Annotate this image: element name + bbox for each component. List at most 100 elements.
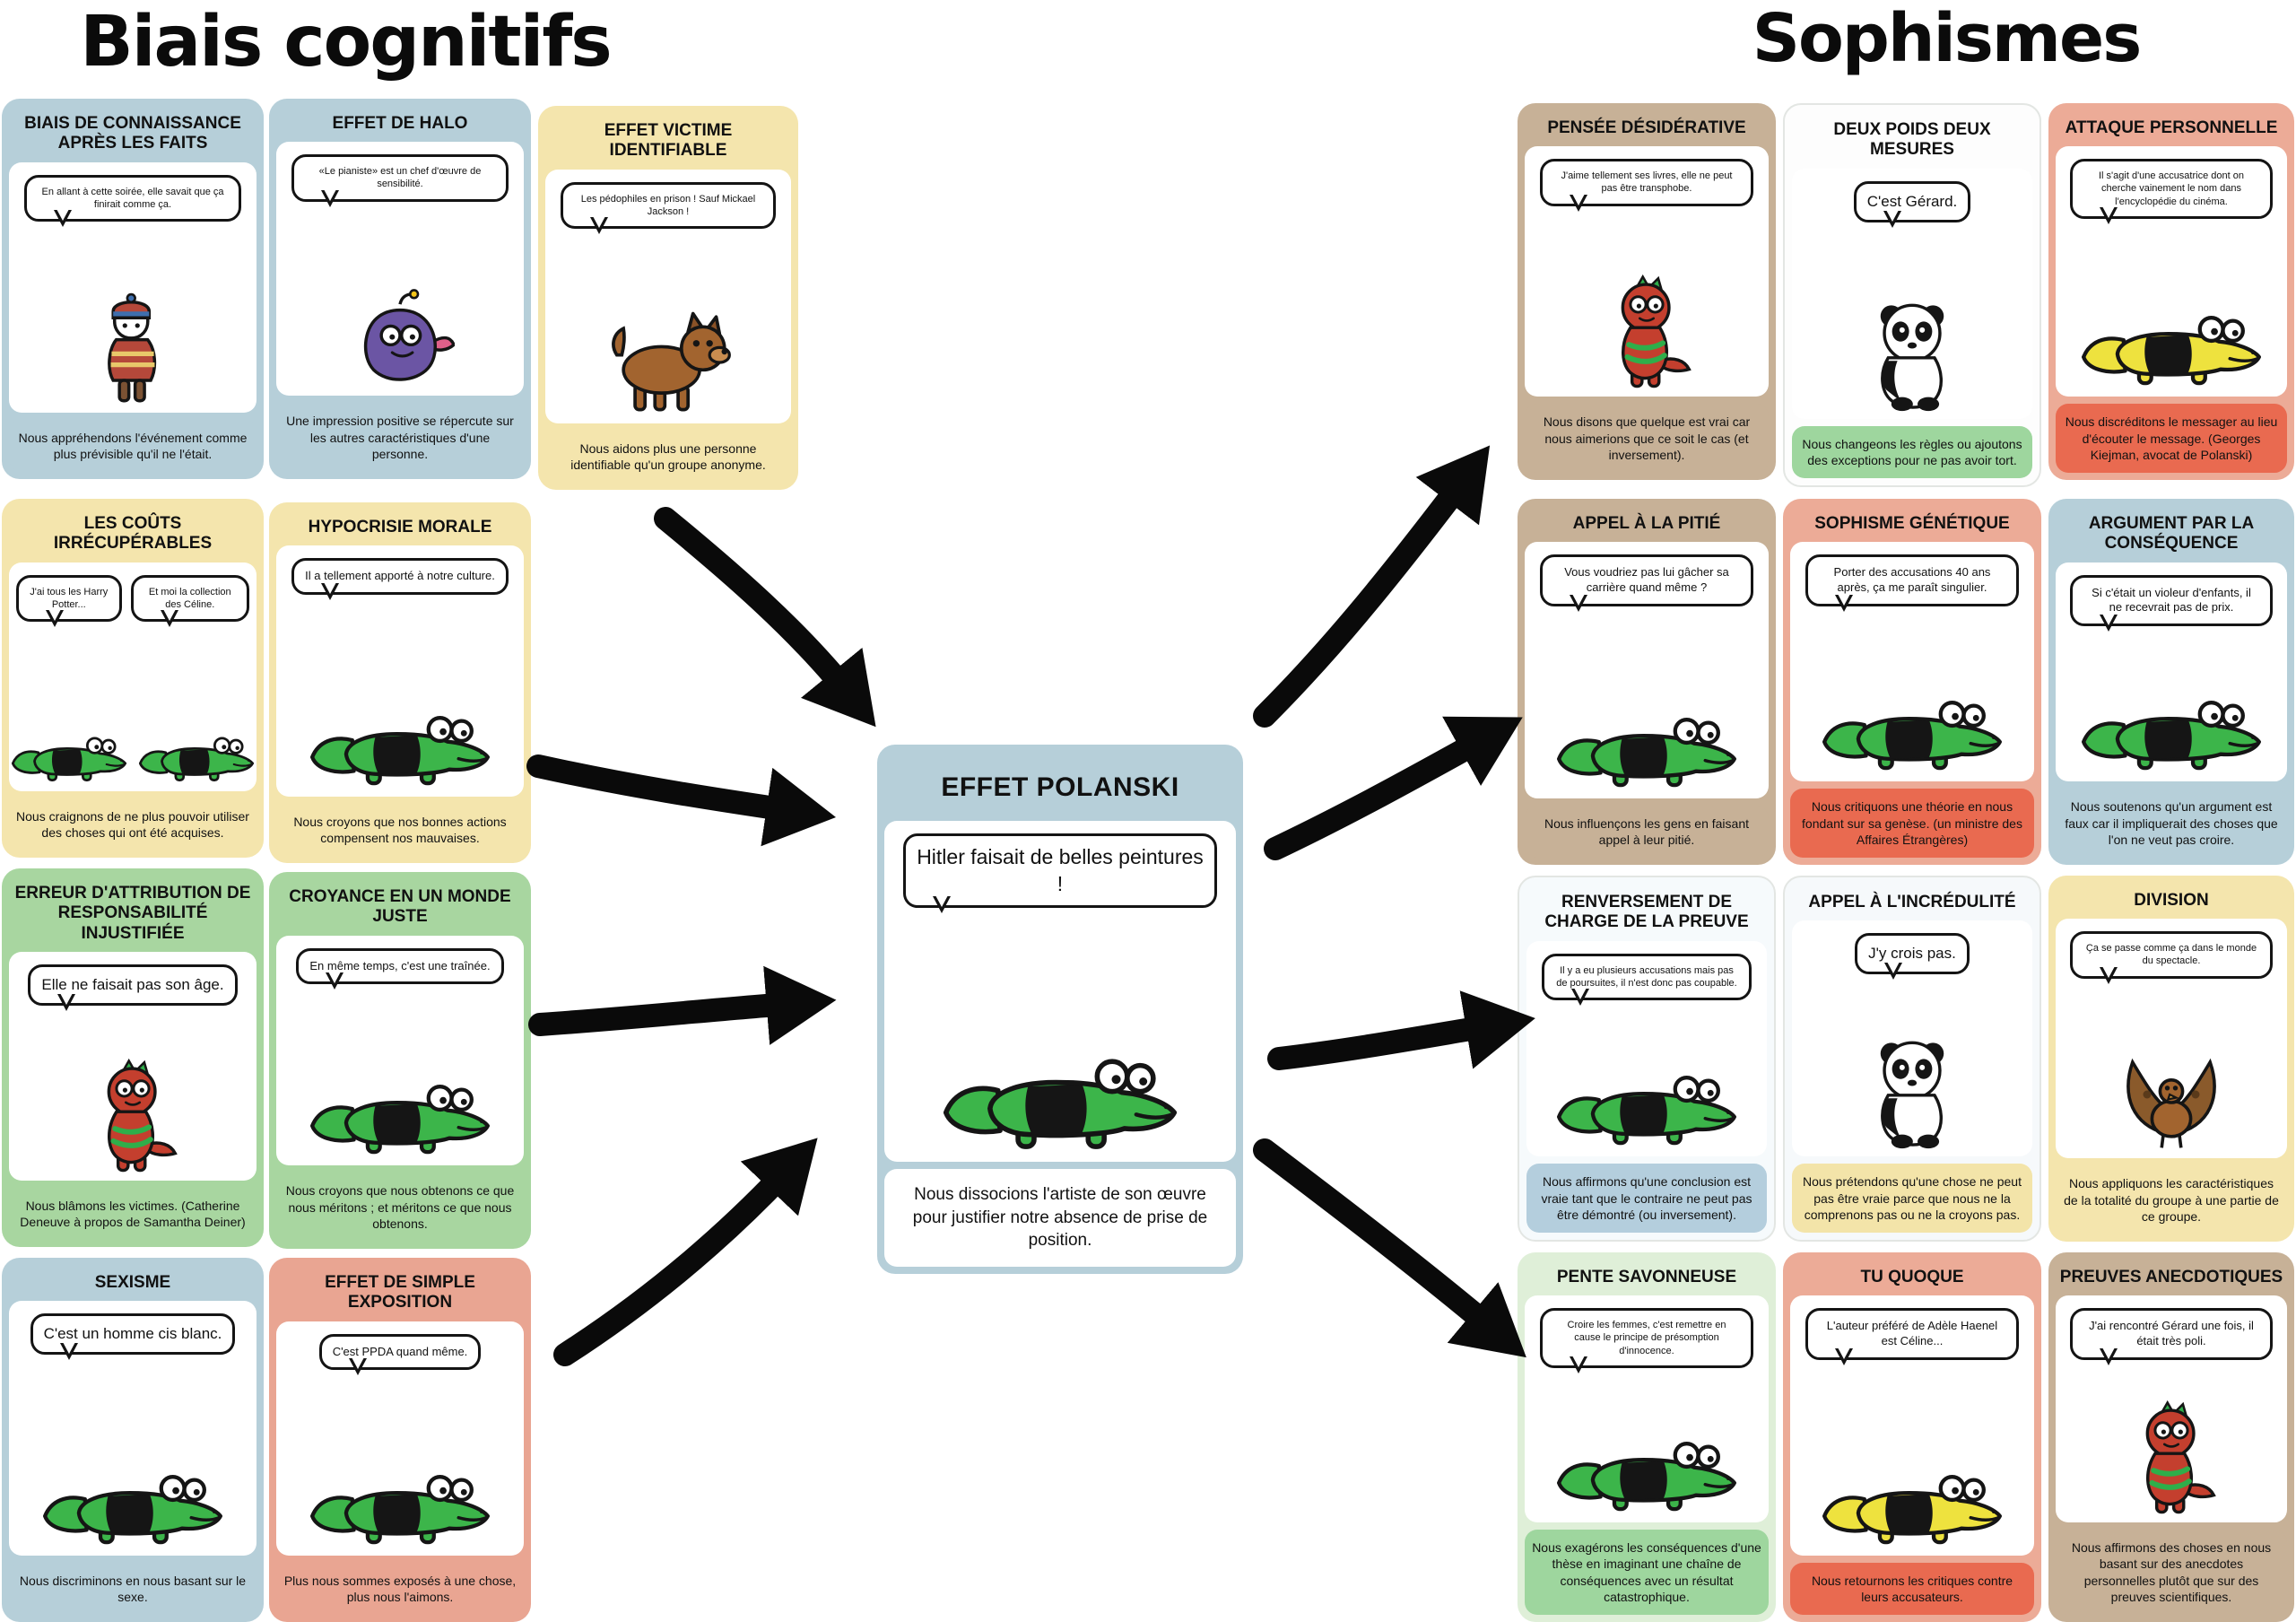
card-title: PREUVES ANECDOTIQUES: [2059, 1268, 2283, 1286]
red-green-dino-character: [1596, 274, 1697, 389]
card-deux-poids-deux-mesures: DEUX POIDS DEUX MESURES C'est Gérard. No…: [1783, 103, 2041, 487]
card-body: C'est PPDA quand même.: [276, 1321, 524, 1556]
card-division: DIVISION Ça se passe comme ça dans le mo…: [2048, 876, 2294, 1242]
card-title: TU QUOQUE: [1860, 1268, 1964, 1286]
card-title: CROYANCE EN UN MONDE JUSTE: [289, 887, 511, 927]
card-body: «Le pianiste» est un chef d'œuvre de sen…: [276, 142, 524, 397]
card-description: Plus nous sommes exposés à une chose, pl…: [276, 1562, 524, 1615]
arrow-left-3: [528, 965, 837, 1045]
right-group-title: Sophismes: [1752, 0, 2143, 77]
green-crocodile-character: [308, 697, 492, 789]
card-title: EFFET DE SIMPLE EXPOSITION: [325, 1273, 475, 1312]
green-crocodile-character: [1554, 1423, 1739, 1515]
left-group-title: Biais cognitifs: [80, 2, 612, 83]
speech-bubble: J'aime tellement ses livres, elle ne peu…: [1539, 159, 1754, 212]
card-body: J'ai tous les Harry Potter... Et moi la …: [9, 562, 257, 791]
card-body: L'auteur préféré de Adèle Haenel est Cél…: [1790, 1295, 2034, 1556]
speech-bubble: Il y a eu plusieurs accusations mais pas…: [1541, 953, 1752, 1007]
card-title: ARGUMENT PAR LA CONSÉQUENCE: [2088, 514, 2255, 554]
card-title: ATTAQUE PERSONNELLE: [2065, 118, 2278, 137]
card-pente-savonneuse: PENTE SAVONNEUSE Croire les femmes, c'es…: [1518, 1252, 1776, 1622]
card-preuves-anecdotiques: PREUVES ANECDOTIQUES J'ai rencontré Géra…: [2048, 1252, 2294, 1622]
card-title: LES COÛTS IRRÉCUPÉRABLES: [53, 514, 213, 554]
green-crocodile-character: [137, 725, 256, 784]
brown-dog-character: [602, 309, 735, 416]
card-description: Nous changeons les règles ou ajoutons de…: [1792, 425, 2032, 478]
card-effet-polanski: EFFET POLANSKI Hitler faisait de belles …: [877, 745, 1243, 1274]
green-crocodile-character: [10, 725, 128, 784]
speech-bubble: L'auteur préféré de Adèle Haenel est Cél…: [1805, 1308, 2020, 1365]
brown-turkey-character: [2115, 1038, 2228, 1151]
speech-bubble-row: J'ai tous les Harry Potter... Et moi la …: [16, 574, 249, 628]
card-title: RENVERSEMENT DE CHARGE DE LA PREUVE: [1544, 893, 1749, 932]
card-description: Nous craignons de ne plus pouvoir utilis…: [9, 798, 257, 850]
panda-character: [1862, 296, 1962, 412]
arrow-right-2: [1264, 716, 1523, 860]
card-description: Nous appréhendons l'événement comme plus…: [9, 419, 257, 472]
card-attaque-personnelle: ATTAQUE PERSONNELLE Il s'agit d'une accu…: [2048, 103, 2294, 480]
speech-bubble: «Le pianiste» est un chef d'œuvre de sen…: [291, 154, 509, 207]
arrow-left-4: [553, 1138, 818, 1366]
speech-bubble: C'est PPDA quand même.: [318, 1333, 482, 1376]
card-biais-de-connaissance-apres-les-faits: BIAIS DE CONNAISSANCE APRÈS LES FAITS En…: [2, 99, 264, 479]
speech-bubble: C'est un homme cis blanc.: [30, 1313, 236, 1360]
card-title: EFFET DE HALO: [332, 114, 468, 133]
card-body: Les pédophiles en prison ! Sauf Mickael …: [545, 169, 791, 423]
green-crocodile-character: [40, 1456, 225, 1548]
card-description: Nous retournons les critiques contre leu…: [1790, 1562, 2034, 1615]
red-green-dino-character: [2121, 1400, 2222, 1515]
card-appel-a-l-incredulite: APPEL À L'INCRÉDULITÉ J'y crois pas. Nou…: [1783, 876, 2041, 1242]
card-sexisme: SEXISME C'est un homme cis blanc. Nous d…: [2, 1258, 264, 1622]
arrow-right-3: [1267, 990, 1535, 1070]
card-sophisme-genetique: SOPHISME GÉNÉTIQUE Porter des accusation…: [1783, 499, 2041, 865]
card-description: Nous affirmons des choses en nous basant…: [2056, 1530, 2287, 1615]
speech-bubble: Les pédophiles en prison ! Sauf Mickael …: [561, 181, 776, 235]
card-description: Nous appliquons les caractéristiques de …: [2056, 1165, 2287, 1234]
speech-bubble: Elle ne faisait pas son âge.: [28, 964, 238, 1011]
card-effet-de-halo: EFFET DE HALO «Le pianiste» est un chef …: [269, 99, 531, 479]
card-body: Hitler faisait de belles peintures !: [884, 821, 1236, 1163]
speech-bubble: Hitler faisait de belles peintures !: [903, 833, 1217, 914]
card-body: C'est un homme cis blanc.: [9, 1301, 257, 1556]
green-crocodile-character: [308, 1456, 492, 1548]
card-renversement-de-charge-de-la-preuve: RENVERSEMENT DE CHARGE DE LA PREUVE Il y…: [1518, 876, 1776, 1242]
card-body: Ça se passe comme ça dans le monde du sp…: [2056, 919, 2287, 1159]
person-with-beanie-character: [90, 288, 176, 406]
arrow-left-2: [526, 754, 837, 847]
card-erreur-d-attribution: ERREUR D'ATTRIBUTION DE RESPONSABILITÉ I…: [2, 868, 264, 1247]
card-body: Porter des accusations 40 ans après, ça …: [1790, 542, 2034, 782]
speech-bubble: Croire les femmes, c'est remettre en cau…: [1539, 1308, 1754, 1373]
card-description: Nous exagérons les conséquences d'une th…: [1525, 1530, 1769, 1615]
card-description: Nous croyons que nos bonnes actions comp…: [276, 803, 524, 856]
card-body: C'est Gérard.: [1792, 168, 2032, 419]
green-crocodile-character: [2079, 682, 2264, 774]
arrow-left-1: [654, 507, 876, 728]
card-title: SOPHISME GÉNÉTIQUE: [1814, 514, 2010, 533]
card-description: Nous blâmons les victimes. (Catherine De…: [9, 1187, 257, 1240]
green-crocodile-character: [1820, 682, 2005, 774]
card-appel-a-la-pitie: APPEL À LA PITIÉ Vous voudriez pas lui g…: [1518, 499, 1776, 865]
speech-bubble: Si c'était un violeur d'enfants, il ne r…: [2070, 574, 2273, 632]
card-body: En même temps, c'est une traînée.: [276, 935, 524, 1166]
arrow-right-4: [1253, 1138, 1526, 1358]
card-body: Elle ne faisait pas son âge.: [9, 952, 257, 1181]
card-description: Nous critiquons une théorie en nous fond…: [1790, 789, 2034, 858]
card-description: Nous prétendons qu'une chose ne peut pas…: [1792, 1164, 2032, 1233]
speech-bubble: En allant à cette soirée, elle savait qu…: [24, 174, 241, 228]
card-title: HYPOCRISIE MORALE: [308, 518, 492, 536]
card-title: DEUX POIDS DEUX MESURES: [1833, 120, 1991, 160]
card-effet-victime-identifiable: EFFET VICTIME IDENTIFIABLE Les pédophile…: [538, 106, 798, 490]
card-description: Nous croyons que nous obtenons ce que no…: [276, 1173, 524, 1242]
card-title: ERREUR D'ATTRIBUTION DE RESPONSABILITÉ I…: [14, 884, 251, 943]
card-body: Il s'agit d'une accusatrice dont on cher…: [2056, 146, 2287, 397]
arrow-right-1: [1253, 445, 1491, 728]
card-pensee-desiderative: PENSÉE DÉSIDÉRATIVE J'aime tellement ses…: [1518, 103, 1776, 480]
speech-bubble: J'ai tous les Harry Potter...: [16, 574, 122, 628]
card-effet-de-simple-exposition: EFFET DE SIMPLE EXPOSITION C'est PPDA qu…: [269, 1258, 531, 1622]
speech-bubble: J'y crois pas.: [1855, 933, 1970, 980]
card-body: Vous voudriez pas lui gâcher sa carrière…: [1525, 542, 1769, 798]
card-les-couts-irrecuperables: LES COÛTS IRRÉCUPÉRABLES J'ai tous les H…: [2, 499, 264, 858]
two-crocodiles-row: [10, 725, 256, 784]
card-body: Croire les femmes, c'est remettre en cau…: [1525, 1295, 1769, 1523]
